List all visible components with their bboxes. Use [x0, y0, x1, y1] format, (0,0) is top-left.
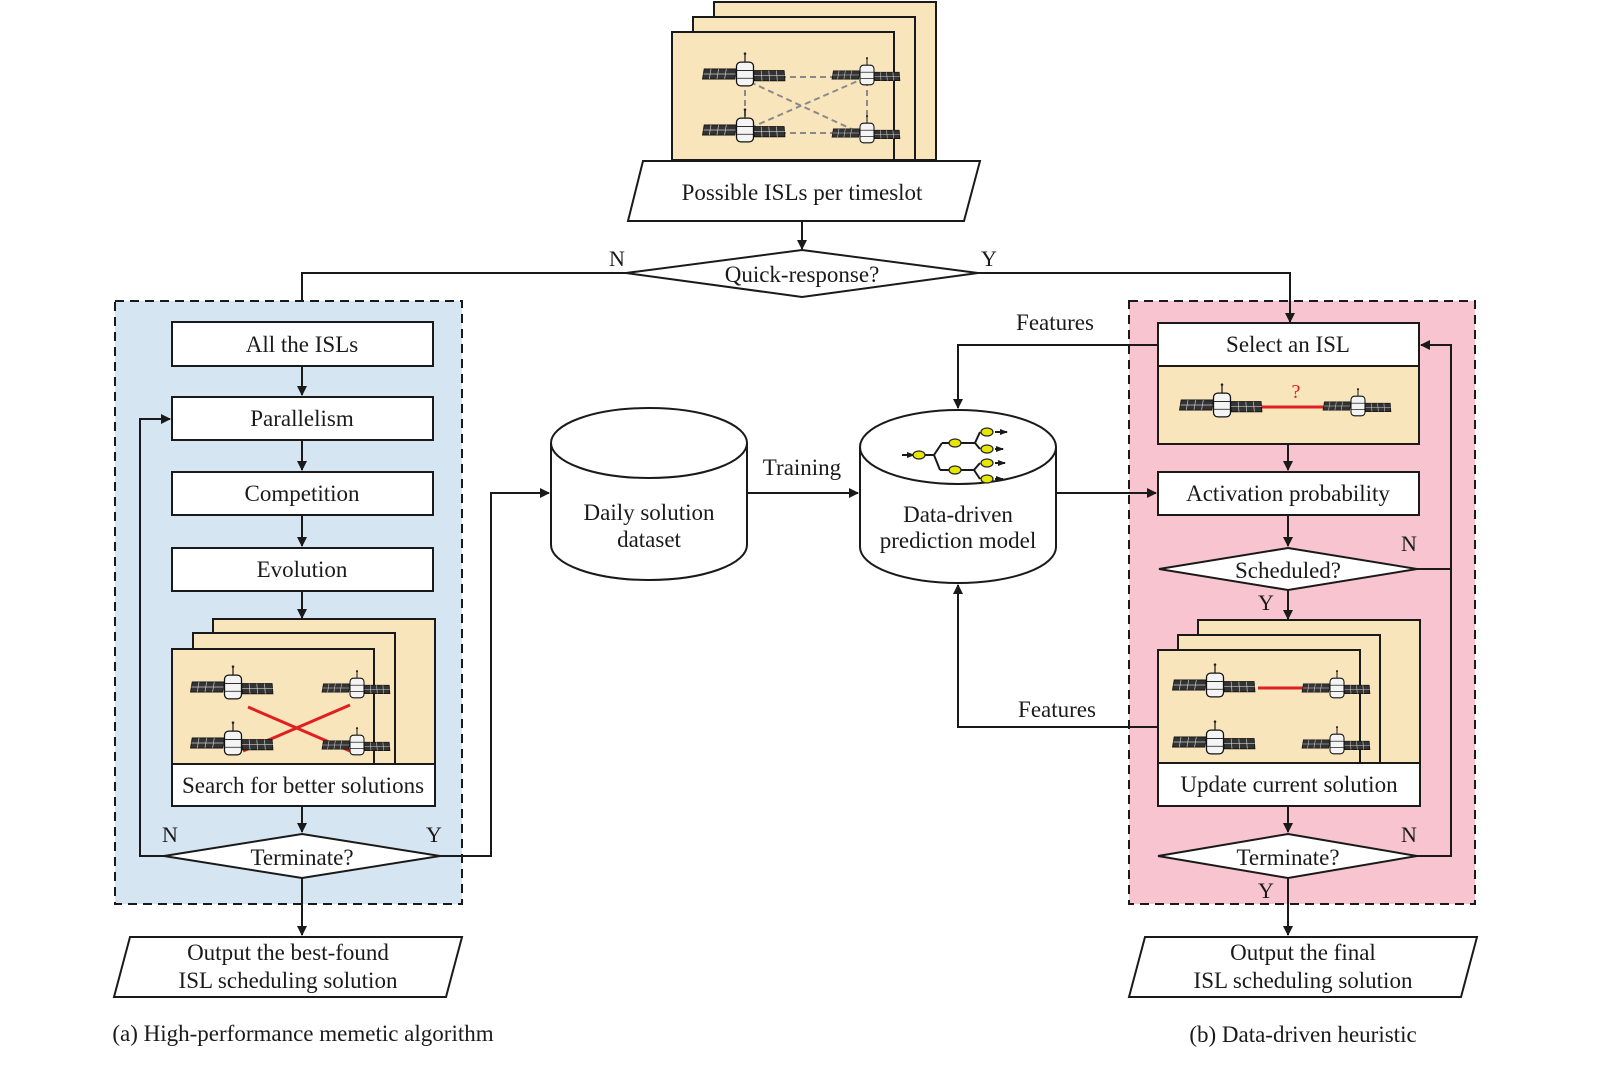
- caption-a: (a) High-performance memetic algorithm: [112, 1021, 493, 1046]
- step-select-isl-label: Select an ISL: [1226, 332, 1350, 357]
- step-parallelism-label: Parallelism: [250, 406, 354, 431]
- step-activation-probability-label: Activation probability: [1186, 481, 1390, 506]
- decision-scheduled-label: Scheduled?: [1235, 558, 1341, 583]
- scheduled-no-label: N: [1401, 531, 1417, 556]
- model-label-line1: Data-driven: [903, 502, 1013, 527]
- search-solutions-illustration: [171, 618, 436, 765]
- output-final-line1: Output the final: [1230, 940, 1376, 965]
- input-possible-isls-label: Possible ISLs per timeslot: [682, 180, 923, 205]
- decision-quick-response-label: Quick-response?: [725, 262, 880, 287]
- loop-back-from-scheduled: [1417, 340, 1452, 570]
- step-all-isls-label: All the ISLs: [246, 332, 358, 357]
- loop-back-from-terminate: [1417, 569, 1452, 857]
- arrow-features-bottom: [953, 584, 1158, 728]
- terminate-b-yes-label: Y: [1258, 878, 1274, 903]
- step-activation-probability: [1157, 471, 1420, 516]
- decision-tree-icon: [902, 427, 1008, 484]
- step-competition: [171, 471, 434, 516]
- decision-terminate-a-label: Terminate?: [250, 845, 353, 870]
- search-better-solutions: [171, 763, 436, 807]
- input-possible-isls: [626, 160, 982, 222]
- step-update-solution-label: Update current solution: [1180, 772, 1398, 797]
- step-all-isls: [171, 321, 434, 367]
- step-evolution: [171, 547, 434, 592]
- scheduled-yes-label: Y: [1258, 590, 1274, 615]
- decision-quick-response: [625, 248, 979, 299]
- terminate-b-no-label: N: [1401, 822, 1417, 847]
- features-top-label: Features: [1016, 310, 1094, 335]
- features-bottom-label: Features: [1018, 697, 1096, 722]
- decision-terminate-b-label: Terminate?: [1236, 845, 1339, 870]
- panel-memetic-algorithm: [114, 300, 463, 905]
- output-final: [1127, 936, 1479, 998]
- output-best-found-line1: Output the best-found: [187, 940, 389, 965]
- arrow-to-dataset: [440, 488, 550, 857]
- output-final-line2: ISL scheduling solution: [1194, 968, 1413, 993]
- model-label-line2: prediction model: [880, 528, 1037, 553]
- step-select-isl: [1157, 322, 1420, 367]
- quick-response-yes-label: Y: [981, 246, 997, 271]
- caption-b: (b) Data-driven heuristic: [1189, 1022, 1416, 1047]
- output-best-found-line2: ISL scheduling solution: [179, 968, 398, 993]
- dataset-label-line1: Daily solution: [584, 500, 715, 525]
- possible-isls-illustration: [671, 1, 937, 161]
- update-solution-illustration: [1157, 619, 1421, 764]
- prediction-model-cylinder: [859, 409, 1057, 584]
- output-best-found: [112, 936, 464, 998]
- search-better-solutions-label: Search for better solutions: [182, 773, 424, 798]
- select-isl-illustration: ?: [1157, 365, 1420, 445]
- step-evolution-label: Evolution: [257, 557, 348, 582]
- loop-back-to-parallelism: [139, 414, 171, 857]
- step-competition-label: Competition: [245, 481, 361, 506]
- image-layer-front: [671, 31, 895, 161]
- quick-response-no-label: N: [609, 246, 625, 271]
- dataset-label-line2: dataset: [617, 527, 681, 552]
- training-label: Training: [763, 455, 842, 480]
- daily-solution-dataset: [550, 407, 748, 581]
- terminate-a-yes-label: Y: [426, 822, 442, 847]
- question-mark-icon: ?: [1292, 381, 1301, 403]
- terminate-a-no-label: N: [162, 822, 178, 847]
- arrow-features-top: [953, 344, 1158, 409]
